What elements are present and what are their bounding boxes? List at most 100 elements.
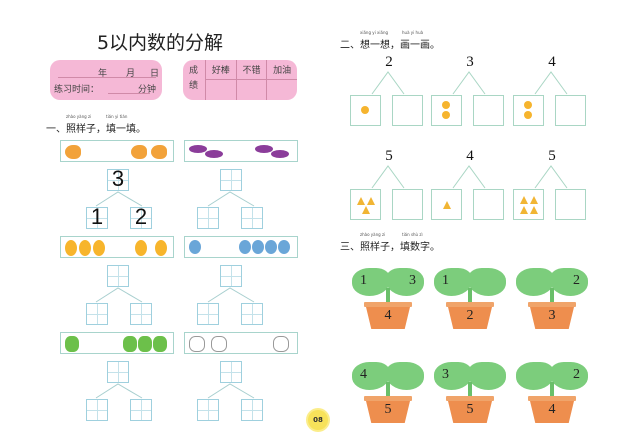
score-box: 成 绩 好棒 不错 加油 (183, 60, 297, 100)
right-part-box[interactable] (241, 399, 263, 421)
branch-lines (534, 71, 568, 95)
time-line (108, 93, 150, 94)
drawing-box-right[interactable] (555, 189, 586, 220)
drawing-box-right[interactable] (392, 189, 423, 220)
left-part-box[interactable] (86, 303, 108, 325)
score-label-bottom: 绩 (189, 81, 199, 91)
score-cell-good[interactable] (235, 80, 267, 100)
picture-box-fish (60, 140, 174, 162)
right-leaf-number[interactable]: 2 (573, 367, 580, 382)
triangle-icon (520, 196, 528, 204)
branch-lines (95, 383, 143, 399)
fish-icon (65, 145, 81, 159)
fish-icon (151, 145, 167, 159)
date-box: 年 月 日 练习时间： 分钟 (50, 60, 162, 100)
left-part-box[interactable]: 1 (86, 204, 108, 229)
right-part-number: 2 (134, 204, 148, 229)
cat-icon (273, 336, 289, 352)
drawing-box-left[interactable] (431, 95, 462, 126)
section1-title: 一、照样子，填一填。 (46, 124, 146, 135)
date-line: 年 月 日 (58, 66, 160, 79)
total-box[interactable] (220, 361, 242, 383)
left-part-box[interactable] (86, 399, 108, 421)
section2-heading: xiǎng yi xiǎng huà yi huà 二、想一想，画一画。 (340, 30, 440, 51)
drawing-box-right[interactable] (392, 95, 423, 126)
branch-lines (371, 165, 405, 189)
pinyin: tián yi tián (106, 114, 128, 119)
right-leaf-number[interactable]: 2 (573, 273, 580, 288)
problem-total: 5 (548, 148, 556, 164)
day-label: 日 (150, 69, 160, 79)
pot-number: 5 (384, 402, 392, 417)
frog-icon (65, 336, 79, 352)
circle-icon (361, 106, 369, 114)
total-box[interactable] (220, 265, 242, 287)
drawing-box-left[interactable] (350, 189, 381, 220)
score-cell-great[interactable] (205, 80, 236, 100)
left-leaf-number[interactable]: 1 (442, 273, 449, 288)
pinyin: huà yi huà (402, 30, 424, 35)
frog-icon (138, 336, 152, 352)
right-part-box[interactable] (130, 399, 152, 421)
picture-box-cat (184, 332, 298, 354)
left-leaf-number[interactable]: 4 (360, 367, 367, 382)
total-box[interactable] (107, 265, 129, 287)
circle-icon (524, 111, 532, 119)
drawing-box-right[interactable] (555, 95, 586, 126)
right-part-box[interactable] (241, 207, 263, 229)
pineapple-icon (79, 240, 91, 256)
frog-icon (153, 336, 167, 352)
score-cell-tryharder[interactable] (266, 80, 297, 100)
pinyin: zhào yàng zi (360, 232, 386, 237)
problem-total: 3 (466, 54, 474, 70)
pot-number: 4 (384, 308, 392, 323)
pot-number: 2 (466, 308, 474, 323)
circle-icon (442, 101, 450, 109)
total-number: 3 (111, 166, 125, 191)
right-part-box[interactable] (241, 303, 263, 325)
candy-icon (271, 150, 289, 158)
left-part-box[interactable] (197, 303, 219, 325)
right-part-box[interactable] (130, 303, 152, 325)
left-part-box[interactable] (197, 207, 219, 229)
circle-icon (442, 111, 450, 119)
total-box[interactable]: 3 (107, 166, 129, 191)
pineapple-icon (135, 240, 147, 256)
branch-lines (207, 191, 255, 207)
drawing-box-left[interactable] (513, 189, 544, 220)
branch-lines (452, 71, 486, 95)
pinyin: xiǎng yi xiǎng (360, 30, 389, 35)
left-part-number: 1 (90, 204, 104, 229)
pinyin: zhào yàng zi (66, 114, 92, 119)
drawing-box-left[interactable] (513, 95, 544, 126)
drawing-box-left[interactable] (431, 189, 462, 220)
problem-total: 4 (466, 148, 474, 164)
left-part-box[interactable] (197, 399, 219, 421)
page-title: 5以内数的分解 (96, 32, 224, 54)
total-box[interactable] (107, 361, 129, 383)
drawing-box-left[interactable] (350, 95, 381, 126)
score-col-good: 不错 (235, 60, 267, 80)
section3-title: 三、照样子，填数字。 (340, 242, 440, 253)
right-part-box[interactable]: 2 (130, 204, 152, 229)
triangle-icon (357, 197, 365, 205)
candy-icon (189, 145, 207, 153)
branch-lines (371, 71, 405, 95)
right-leaf-number[interactable]: 3 (409, 273, 416, 288)
left-leaf-number[interactable]: 1 (360, 273, 367, 288)
branch-lines (207, 383, 255, 399)
frog-icon (123, 336, 137, 352)
candy-icon (255, 145, 273, 153)
section2-title: 二、想一想，画一画。 (340, 40, 440, 51)
minutes-label: 分钟 (137, 85, 156, 95)
pineapple-icon (155, 240, 167, 256)
plant-pot: 1 2 (434, 268, 506, 338)
picture-box-candy (184, 140, 298, 162)
balloon-icon (265, 240, 277, 254)
pot-number: 3 (548, 308, 556, 323)
drawing-box-right[interactable] (473, 95, 504, 126)
total-box[interactable] (220, 169, 242, 191)
drawing-box-right[interactable] (473, 189, 504, 220)
branch-lines (95, 287, 143, 303)
left-leaf-number[interactable]: 3 (442, 367, 449, 382)
